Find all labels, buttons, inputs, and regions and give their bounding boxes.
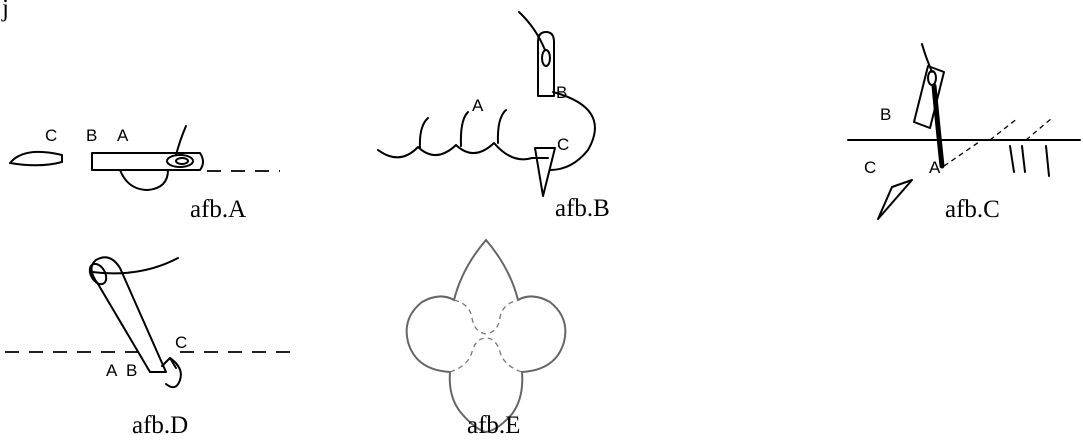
figure-b-label-a: A	[472, 96, 484, 115]
figure-b-label-c: C	[557, 135, 569, 154]
figure-d-label-a: A	[106, 361, 118, 380]
figure-d-caption: afb.D	[132, 412, 188, 439]
figure-e-caption: afb.E	[467, 412, 520, 439]
figure-d: A B C afb.D	[5, 256, 290, 439]
figure-a-drawing	[9, 125, 280, 191]
figure-b: A B C afb.B	[377, 11, 610, 222]
figure-e-drawing	[405, 238, 567, 434]
figure-c-label-c: C	[864, 158, 876, 177]
figure-c-caption: afb.C	[945, 196, 1000, 223]
figure-a-label-c: C	[45, 126, 57, 145]
figure-c-drawing	[847, 43, 1081, 220]
figure-d-label-c: C	[175, 333, 187, 352]
figure-a-label-b: B	[86, 126, 97, 145]
header-fragment: j	[1, 0, 9, 22]
figure-c: B C A afb.C	[847, 43, 1081, 223]
figure-b-caption: afb.B	[555, 195, 610, 222]
figure-c-label-b: B	[880, 105, 891, 124]
figure-a-caption: afb.A	[190, 196, 246, 223]
figure-b-label-b: B	[556, 83, 567, 102]
figure-d-label-b: B	[126, 361, 137, 380]
figure-a: C B A afb.A	[9, 125, 280, 223]
figure-b-drawing	[377, 11, 596, 197]
figure-e: afb.E	[405, 238, 567, 439]
figure-c-label-a: A	[929, 158, 941, 177]
figure-a-label-a: A	[117, 126, 129, 145]
figure-d-drawing	[5, 256, 290, 389]
